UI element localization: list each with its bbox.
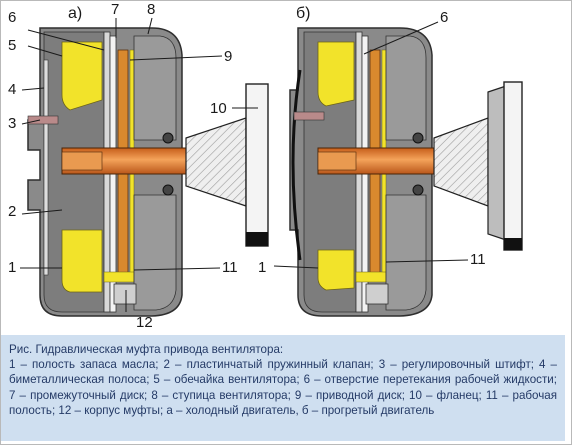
label-1: 1	[8, 259, 16, 276]
label-b-11: 11	[470, 251, 486, 268]
coupling-warm-engine	[273, 21, 523, 317]
label-b-6: 6	[440, 9, 448, 26]
flange-hub	[185, 117, 247, 207]
panel-a-label: а)	[68, 5, 82, 22]
label-2: 2	[8, 203, 16, 220]
coupling-diagram: а) б) 6 5 4 3 2 1 7 8 9 10 11 12 1 6 11	[8, 1, 523, 331]
label-7: 7	[111, 1, 119, 18]
figure-caption: Рис. Гидравлическая муфта привода вентил…	[1, 335, 565, 441]
coupling-cold-engine	[20, 17, 269, 317]
label-8: 8	[147, 1, 155, 18]
label-10: 10	[210, 100, 227, 117]
label-5: 5	[8, 37, 16, 54]
label-b-1: 1	[258, 259, 266, 276]
oil-reservoir-top	[61, 41, 103, 111]
label-11: 11	[222, 259, 238, 276]
label-6: 6	[8, 9, 16, 26]
label-3: 3	[8, 115, 16, 132]
panel-b-label: б)	[296, 5, 311, 22]
label-9: 9	[224, 48, 232, 65]
label-4: 4	[8, 81, 16, 98]
label-12: 12	[136, 314, 153, 331]
caption-title: Рис. Гидравлическая муфта привода вентил…	[9, 343, 284, 356]
oil-reservoir-bottom	[61, 229, 103, 293]
caption-body: 1 – полость запаса масла; 2 – пластинчат…	[9, 358, 557, 417]
